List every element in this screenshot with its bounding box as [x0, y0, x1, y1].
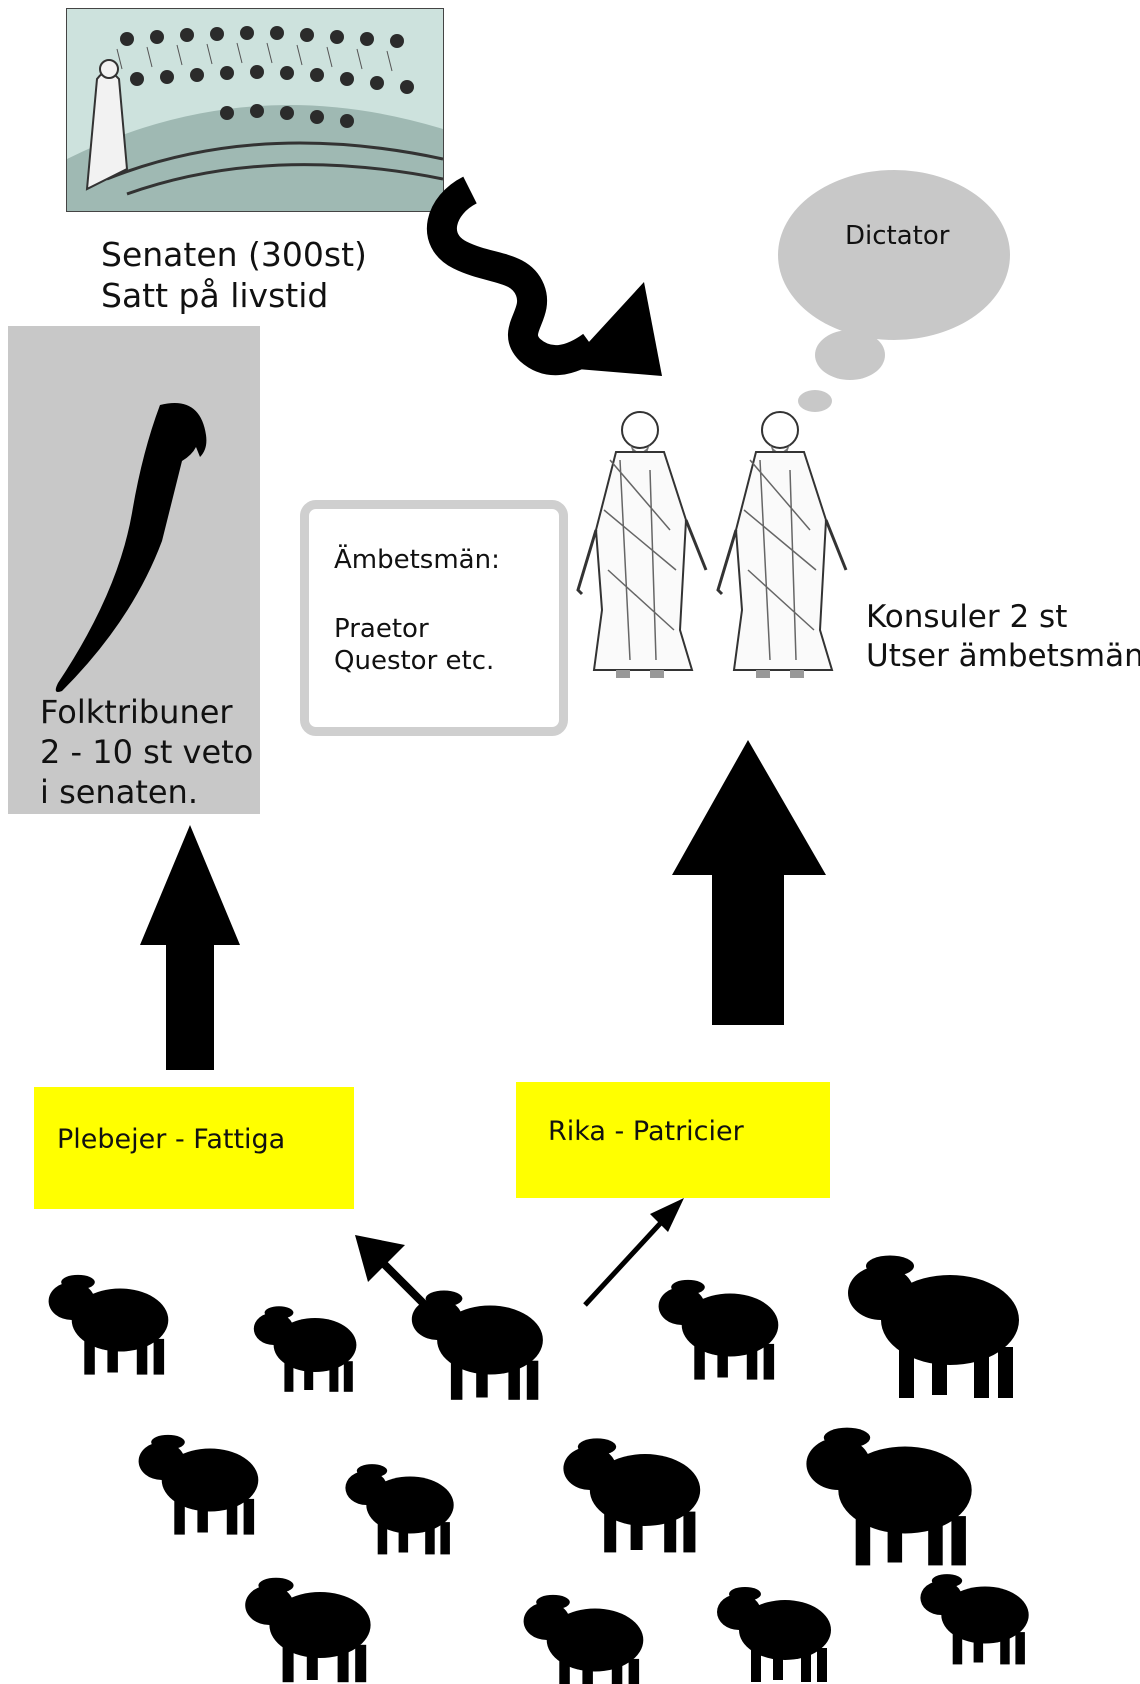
tribune-label-line2: 2 - 10 st veto	[40, 733, 254, 771]
wavy-arrow-senate-to-consuls	[427, 176, 662, 376]
sheep-icon	[920, 1574, 1029, 1665]
senate-label: Senaten (300st)Satt på livstid	[101, 234, 367, 317]
sheep-icon	[523, 1594, 644, 1684]
senate-engraving	[66, 8, 444, 212]
officials-label-line3: Questor etc.	[334, 646, 495, 676]
sheep-icon	[848, 1255, 1019, 1398]
arrow-sheep-to-plebeians	[355, 1235, 428, 1308]
officials-label-line1: Ämbetsmän:	[334, 545, 500, 575]
consul-label-line1: Konsuler 2 st	[866, 599, 1068, 635]
sheep-icon	[138, 1434, 259, 1535]
sheep-icon	[411, 1290, 543, 1400]
sheep-icon	[345, 1464, 454, 1555]
thought-bubble-small	[798, 390, 832, 412]
consul-label-line2: Utser ämbetsmän	[866, 637, 1140, 674]
sheep-icon	[806, 1427, 972, 1566]
senate-label-line1: Senaten (300st)	[101, 235, 367, 274]
officials-box	[300, 500, 568, 736]
dictator-label: Dictator	[845, 221, 950, 251]
plebeian-label: Plebejer - Fattiga	[57, 1124, 286, 1155]
patrician-label: Rika - Patricier	[548, 1116, 744, 1147]
sheep-icon	[48, 1274, 169, 1375]
consul-figure-1	[576, 410, 708, 680]
sheep-icon	[253, 1306, 357, 1392]
tribune-label-line3: i senaten.	[40, 773, 198, 811]
consul-figure-2	[716, 410, 848, 680]
arrow-up-to-consuls	[672, 740, 826, 1025]
sheep-icon	[717, 1587, 831, 1682]
sheep-icon	[658, 1279, 779, 1380]
sheep-icon	[563, 1438, 701, 1553]
senate-label-line2: Satt på livstid	[101, 276, 329, 316]
officials-label-line2: Praetor	[334, 613, 429, 644]
plebeian-box	[34, 1087, 354, 1209]
arrow-sheep-to-patricians	[583, 1198, 684, 1307]
thought-bubble-medium	[815, 330, 885, 380]
dictator-cloud	[778, 170, 1010, 340]
sheep-icon	[245, 1577, 371, 1683]
arrow-up-to-tribunes	[140, 825, 240, 1070]
patrician-box	[516, 1082, 830, 1198]
tribune-label-line1: Folktribuner	[40, 693, 233, 731]
